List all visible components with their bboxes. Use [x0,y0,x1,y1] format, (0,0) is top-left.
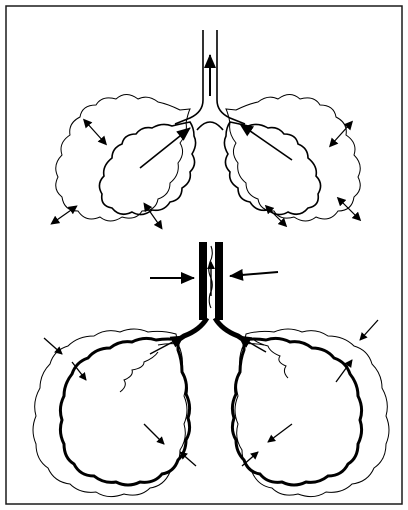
top-right-lung-outer [226,95,360,222]
bottom-right-lung-outer [235,329,389,497]
top-panel [54,30,360,226]
bottom-right-lung-inner [232,338,361,485]
expansion-arrow [146,206,160,226]
expansion-arrow [54,208,74,222]
top-expansion-arrows [54,122,358,226]
pressure-arrow [144,424,164,444]
bottom-right-inner-squiggle [254,340,288,378]
pressure-arrow [360,320,378,340]
expansion-arrow [86,122,104,142]
expansion-arrow [340,200,358,218]
pressure-arrow [268,424,292,442]
bottom-left-lung-inner [60,338,189,485]
pressure-arrow [180,452,196,466]
bottom-pressure-arrows [44,320,378,466]
bottom-left-lung-outer [33,329,187,497]
right-compression-arrow [230,272,278,276]
expansion-arrow [332,124,350,144]
top-right-lung-inner [224,122,320,215]
bottom-left-inner-squiggle [120,352,158,392]
bottom-panel [33,242,389,497]
expansion-arrow [268,208,284,224]
top-right-airflow-arrow [240,124,292,160]
pressure-arrow [44,338,62,354]
